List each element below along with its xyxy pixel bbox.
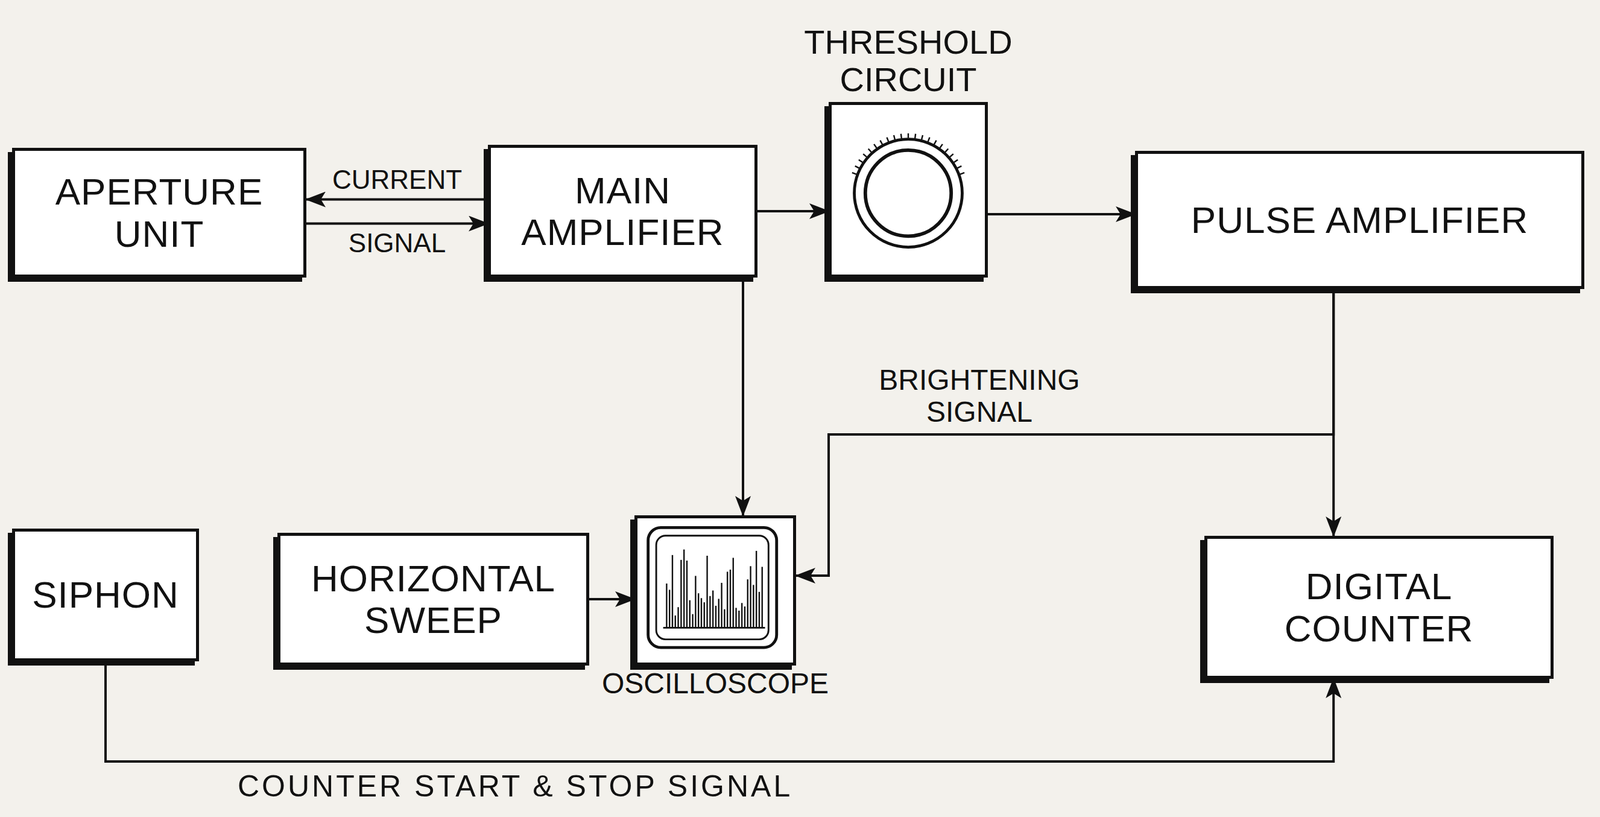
siphon-box: SIPHON <box>12 528 200 661</box>
signal-connector <box>757 209 829 213</box>
amplifier-box: MAIN AMPLIFIER <box>487 144 758 278</box>
signal-connector <box>589 597 635 601</box>
signal-label: SIGNAL <box>346 228 449 258</box>
device-label: OSCILLOSCOPE <box>601 667 829 700</box>
signal-label: CURRENT <box>329 165 465 195</box>
signal-connector <box>306 198 488 201</box>
box-label: HORIZONTAL SWEEP <box>280 557 587 642</box>
signal-connector <box>987 212 1136 216</box>
signal-connector <box>306 222 488 225</box>
box-label: SIPHON <box>31 573 180 616</box>
box-label: DIGITAL COUNTER <box>1207 565 1551 649</box>
signal-label: COUNTER START & STOP SIGNAL <box>235 769 795 803</box>
oscilloscope-box: OSCILLOSCOPE <box>634 515 797 666</box>
counter-box: DIGITAL COUNTER <box>1204 535 1554 679</box>
box-label: APERTURE UNIT <box>15 170 304 255</box>
heading-label: THRESHOLD CIRCUIT <box>778 23 1038 99</box>
signal-connector <box>105 660 1334 762</box>
sweep-box: HORIZONTAL SWEEP <box>277 532 590 666</box>
box-label: PULSE AMPLIFIER <box>1191 199 1529 241</box>
amplifier-box: PULSE AMPLIFIER <box>1135 150 1585 289</box>
dial-symbol <box>831 104 985 275</box>
signal-label: BRIGHTENING SIGNAL <box>868 364 1091 429</box>
threshold-box: THRESHOLD CIRCUIT <box>828 101 988 278</box>
unit-box: APERTURE UNIT <box>12 147 307 278</box>
signal-connector <box>741 277 745 516</box>
box-label: MAIN AMPLIFIER <box>490 169 755 254</box>
screen-illustration <box>637 518 794 663</box>
signal-connector <box>796 288 1334 576</box>
